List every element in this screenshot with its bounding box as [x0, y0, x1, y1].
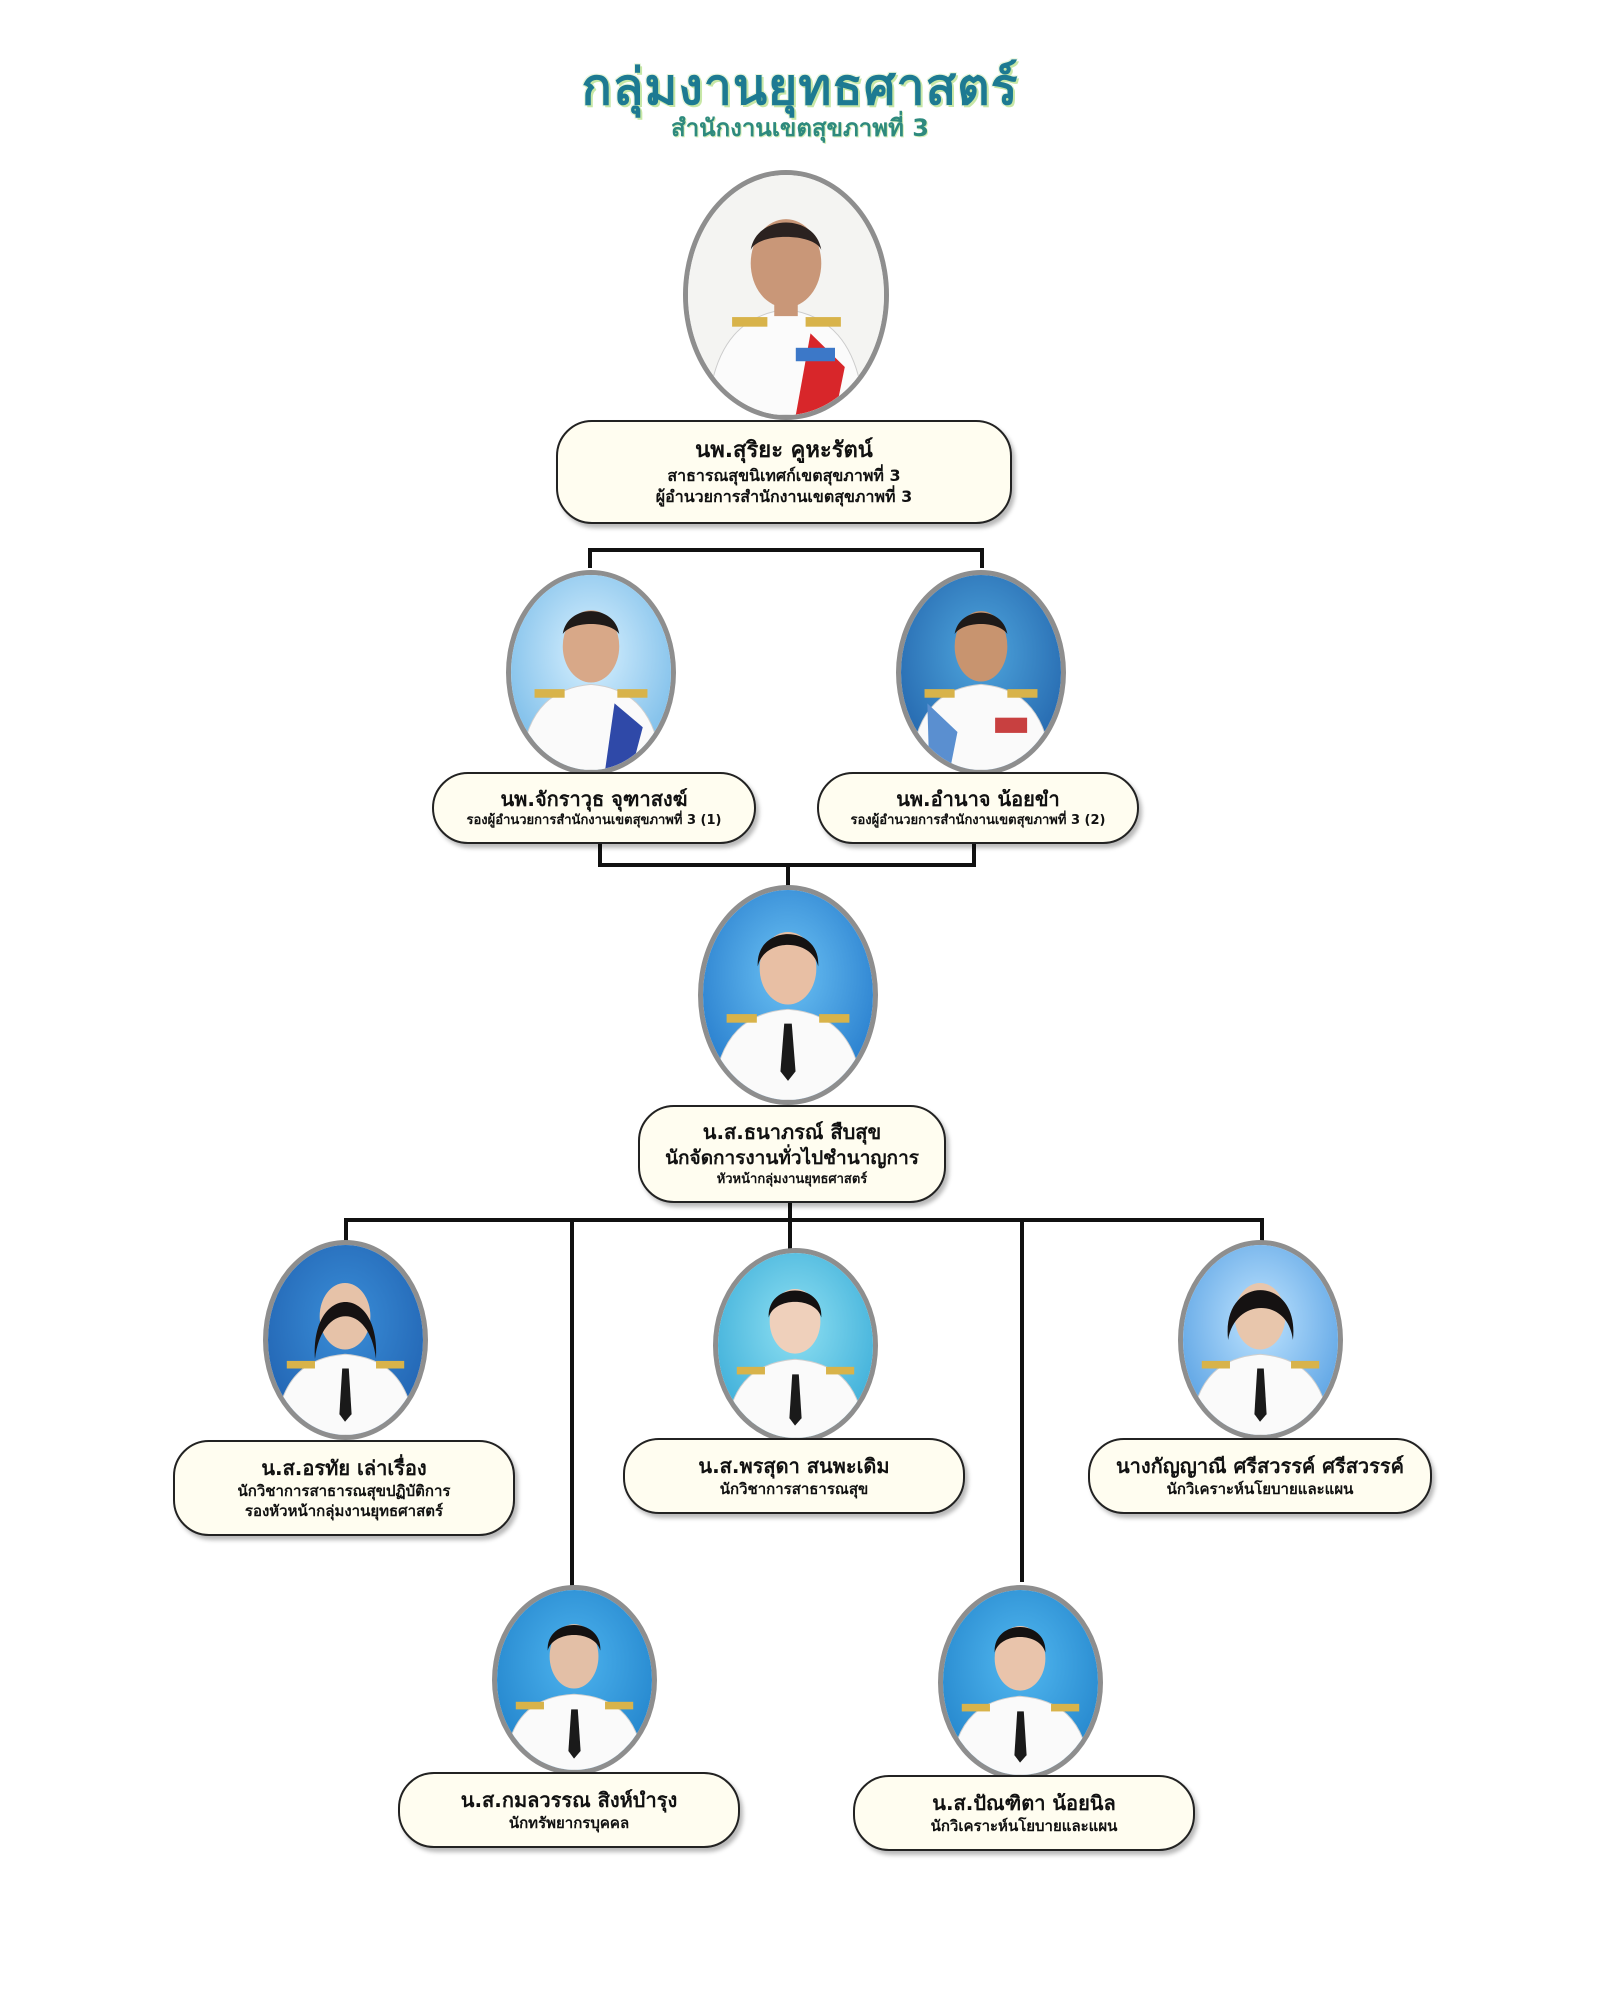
staff-3-card: นางกัญญาณี ศรีสวรรค์ ศรีสวรรค์ นักวิเครา… [1088, 1438, 1432, 1514]
deputy-1-card: นพ.จักราวุธ จุฑาสงฆ์ รองผู้อำนวยการสำนัก… [432, 772, 756, 844]
deputy-2-photo [896, 570, 1066, 775]
deputy-1-name: นพ.จักราวุธ จุฑาสงฆ์ [500, 787, 688, 811]
chart-subtitle: สำนักงานเขตสุขภาพที่ 3 [671, 114, 929, 142]
staff-4-name: น.ส.กมลวรรณ สิงห์บำรุง [460, 1788, 678, 1812]
staff-4-card: น.ส.กมลวรรณ สิงห์บำรุง นักทรัพยากรบุคคล [398, 1772, 740, 1848]
staff-1-card: น.ส.อรทัย เล่าเรื่อง นักวิชาการสาธารณสุข… [173, 1440, 515, 1536]
staff-2-card: น.ส.พรสุดา สนพะเดิม นักวิชาการสาธารณสุข [623, 1438, 965, 1514]
staff-2-position: นักวิชาการสาธารณสุข [719, 1480, 869, 1498]
chart-title: กลุ่มงานยุทธศาสตร์ [581, 58, 1019, 116]
deputy-1-photo [506, 570, 676, 775]
staff-3-photo [1178, 1240, 1343, 1440]
head-position: นักจัดการงานทั่วไปชำนาญการ [665, 1147, 919, 1169]
staff-3-position: นักวิเคราะห์นโยบายและแผน [1166, 1480, 1354, 1498]
head-role: หัวหน้ากลุ่มงานยุทธศาสตร์ [716, 1172, 868, 1187]
staff-2-name: น.ส.พรสุดา สนพะเดิม [698, 1454, 890, 1478]
director-position: สาธารณสุขนิเทศก์เขตสุขภาพที่ 3 [667, 466, 901, 485]
staff-5-photo [938, 1585, 1103, 1780]
deputy-2-card: นพ.อำนาจ น้อยขำ รองผู้อำนวยการสำนักงานเข… [817, 772, 1139, 844]
connector-head-staff [344, 1203, 1264, 1587]
staff-1-name: น.ส.อรทัย เล่าเรื่อง [261, 1456, 427, 1480]
staff-4-position: นักทรัพยากรบุคคล [508, 1814, 630, 1832]
director-role: ผู้อำนวยการสำนักงานเขตสุขภาพที่ 3 [655, 487, 913, 506]
deputy-1-position: รองผู้อำนวยการสำนักงานเขตสุขภาพที่ 3 (1) [466, 813, 722, 828]
staff-1-role: รองหัวหน้ากลุ่มงานยุทธศาสตร์ [244, 1502, 444, 1520]
staff-5-name: น.ส.ปัณฑิตา น้อยนิล [932, 1791, 1116, 1815]
staff-5-card: น.ส.ปัณฑิตา น้อยนิล นักวิเคราะห์นโยบายแล… [853, 1775, 1195, 1851]
head-name: น.ส.ธนาภรณ์ สืบสุข [702, 1120, 882, 1144]
deputy-2-name: นพ.อำนาจ น้อยขำ [896, 787, 1060, 811]
connector-director-deputies [588, 548, 984, 568]
staff-1-position: นักวิชาการสาธารณสุขปฏิบัติการ [237, 1482, 451, 1500]
head-card: น.ส.ธนาภรณ์ สืบสุข นักจัดการงานทั่วไปชำน… [638, 1105, 946, 1203]
staff-1-photo [263, 1240, 428, 1440]
head-photo [698, 885, 878, 1105]
staff-4-photo [492, 1585, 657, 1775]
director-photo [683, 170, 889, 420]
deputy-2-position: รองผู้อำนวยการสำนักงานเขตสุขภาพที่ 3 (2) [850, 813, 1106, 828]
staff-5-position: นักวิเคราะห์นโยบายและแผน [930, 1817, 1118, 1835]
staff-3-name: นางกัญญาณี ศรีสวรรค์ ศรีสวรรค์ [1115, 1454, 1405, 1478]
director-card: นพ.สุริยะ คูหะรัตน์ สาธารณสุขนิเทศก์เขตส… [556, 420, 1012, 524]
director-name: นพ.สุริยะ คูหะรัตน์ [695, 438, 873, 463]
staff-2-photo [713, 1248, 878, 1443]
